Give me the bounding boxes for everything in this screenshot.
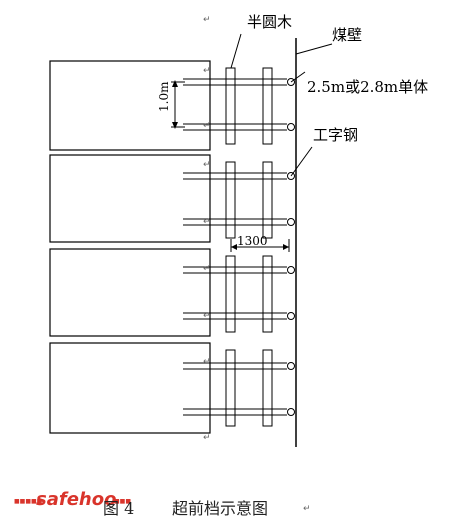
- watermark-brand: safehoo: [36, 489, 116, 510]
- svg-text:■■■■■: ■■■■■: [14, 498, 43, 505]
- half-round-wood-group: [225, 67, 273, 427]
- watermark-logo: ■■■■■ safehoo ■■■: [14, 489, 131, 510]
- single-prop-icon: [287, 123, 295, 131]
- half-round-wood: [225, 349, 236, 427]
- single-prop-icon: [287, 312, 295, 320]
- label-half-round-wood: 半圆木: [247, 13, 292, 31]
- i-beam: [183, 312, 295, 320]
- support-block-4: [49, 342, 211, 434]
- svg-text:↵: ↵: [203, 121, 211, 131]
- svg-text:↵: ↵: [203, 217, 211, 227]
- svg-text:↵: ↵: [203, 311, 211, 321]
- leader-i-beam: [290, 146, 313, 177]
- spacing-label-2: 1300: [237, 234, 268, 248]
- leader-single-prop: [290, 71, 306, 83]
- single-prop-icon: [287, 362, 295, 370]
- svg-text:■■■: ■■■: [114, 498, 131, 505]
- i-beam: [183, 362, 295, 370]
- i-beam: [183, 266, 295, 274]
- svg-text:↵: ↵: [203, 15, 211, 25]
- i-beam: [183, 408, 295, 416]
- svg-text:↵: ↵: [203, 357, 211, 367]
- half-round-wood: [262, 161, 273, 239]
- leader-half-round-wood: [230, 33, 242, 69]
- single-prop-icon: [287, 408, 295, 416]
- half-round-wood: [262, 67, 273, 145]
- i-beam: [183, 218, 295, 226]
- half-round-wood: [225, 255, 236, 333]
- single-prop-icon: [287, 266, 295, 274]
- half-round-wood: [225, 161, 236, 239]
- horizontal-dimension: 1300: [230, 234, 290, 252]
- svg-text:↵: ↵: [203, 264, 211, 274]
- label-single-prop: 2.5m或2.8m单体: [307, 78, 428, 96]
- i-beam: [183, 123, 295, 131]
- svg-text:↵: ↵: [203, 433, 211, 443]
- half-round-wood: [225, 67, 236, 145]
- support-block-1: [49, 60, 211, 151]
- leader-coal-wall: [295, 43, 333, 55]
- half-round-wood: [262, 255, 273, 333]
- svg-text:↵: ↵: [203, 66, 211, 76]
- label-i-beam: 工字钢: [313, 126, 358, 144]
- i-beam-group: [183, 78, 295, 416]
- paragraph-marks: ↵ ↵ ↵ ↵ ↵ ↵ ↵ ↵ ↵ ↵: [203, 15, 311, 514]
- half-round-wood: [262, 349, 273, 427]
- i-beam: [183, 78, 295, 86]
- svg-text:↵: ↵: [303, 504, 311, 514]
- label-coal-wall: 煤壁: [332, 26, 362, 44]
- i-beam: [183, 172, 295, 180]
- single-prop-icon: [287, 218, 295, 226]
- support-block-3: [49, 248, 211, 337]
- vertical-dimension: 1.0m: [157, 80, 185, 129]
- spacing-label-1: 1.0m: [157, 81, 171, 112]
- figure-number: 图 4: [103, 499, 134, 518]
- svg-text:↵: ↵: [203, 160, 211, 170]
- support-block-2: [49, 154, 211, 243]
- figure-title: 超前档示意图: [172, 499, 268, 518]
